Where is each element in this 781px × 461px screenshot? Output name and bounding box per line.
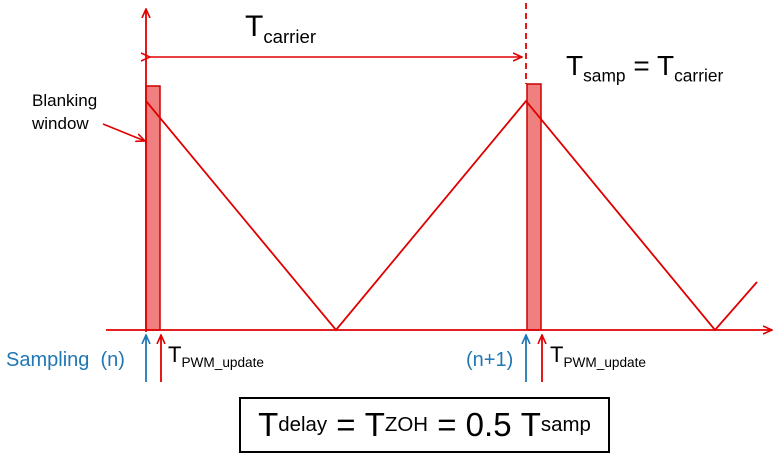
blanking-window-pointer [102,123,145,141]
blanking-window-2 [526,83,542,331]
pwm-update-label-1: TPWM_update [168,342,265,371]
blanking-window-1 [145,85,161,331]
blanking-window-label: Blanking window [32,91,98,133]
sampling-n1-label: (n+1) [466,349,514,371]
t-carrier-label: Tcarrier [245,10,317,48]
carrier-waveform [145,99,758,332]
sampling-n-label: Sampling (n) [6,349,125,371]
t-samp-equation: Tsamp = Tcarrier [566,50,724,86]
pwm-update-label-2: TPWM_update [550,342,647,371]
